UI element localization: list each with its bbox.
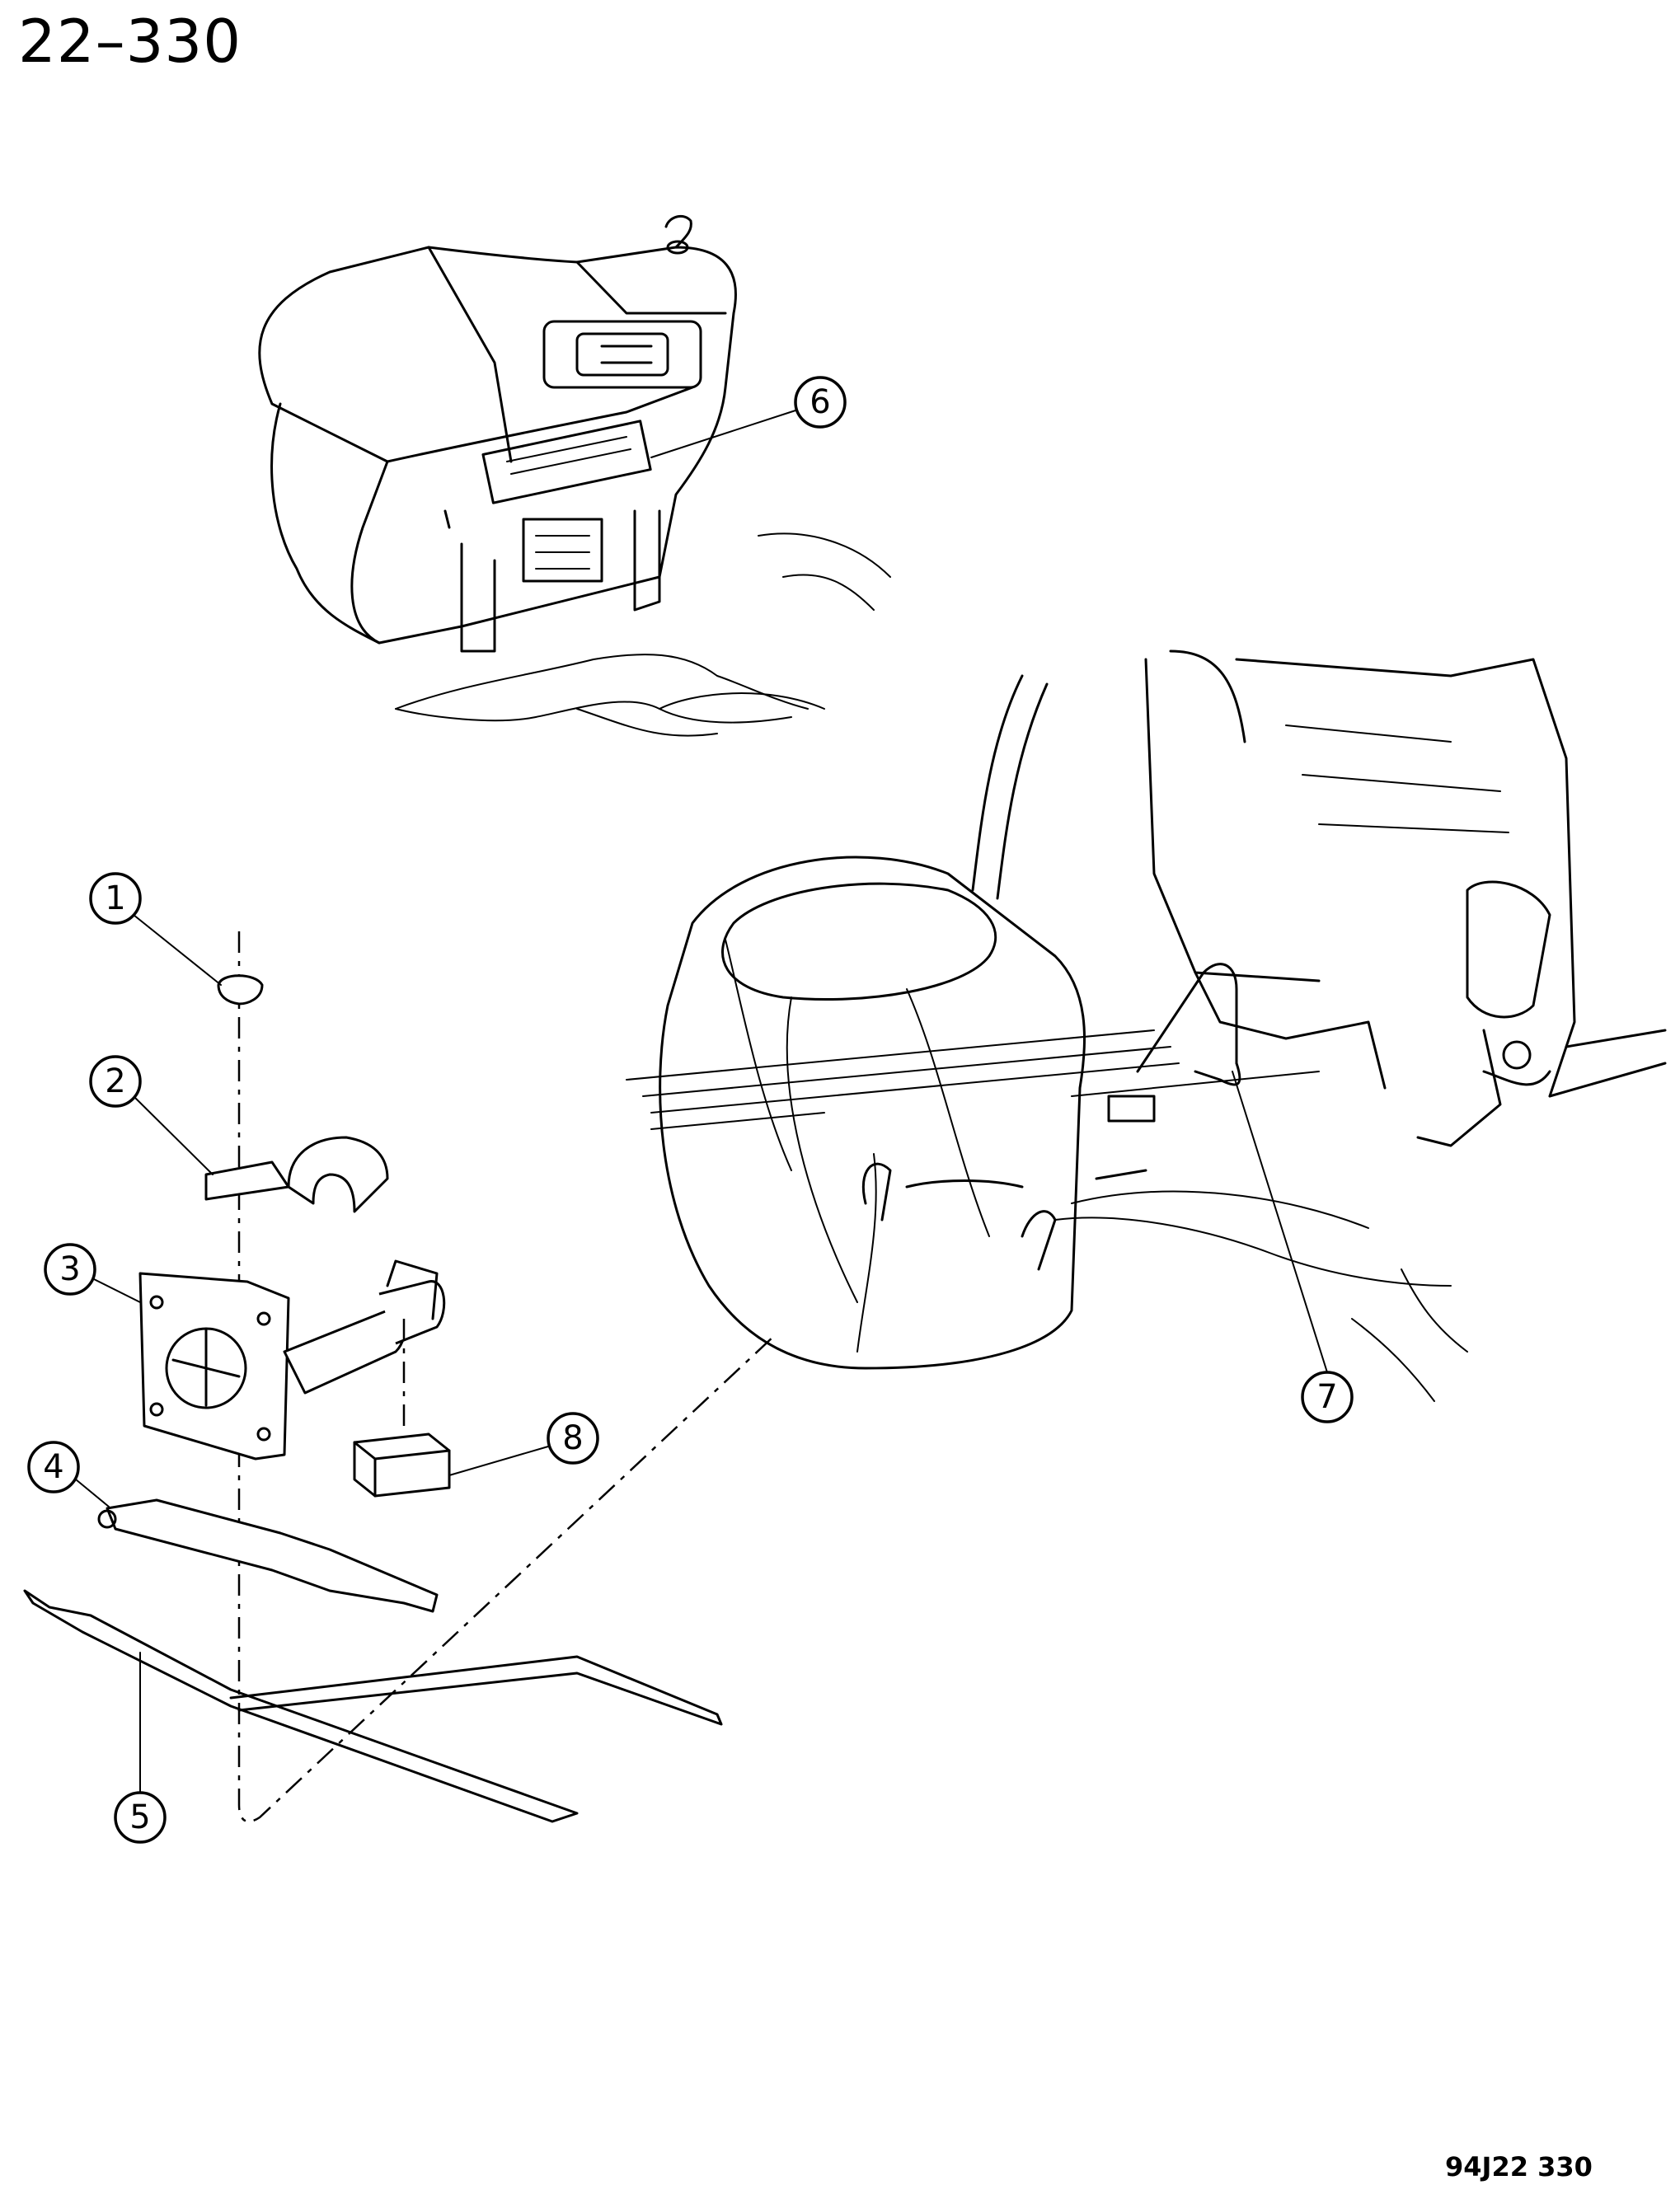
svg-text:3: 3 bbox=[59, 1250, 80, 1288]
retainer-strap bbox=[204, 1160, 290, 1201]
callout-3: 3 bbox=[44, 1243, 96, 1296]
svg-text:4: 4 bbox=[43, 1448, 63, 1486]
callout-7: 7 bbox=[1301, 1371, 1354, 1423]
tire-cover-illustration bbox=[258, 214, 891, 737]
vehicle-interior-illustration bbox=[626, 649, 1667, 1402]
mounting-plate bbox=[138, 1272, 290, 1461]
wing-nut bbox=[217, 974, 264, 1006]
callout-6: 6 bbox=[794, 376, 847, 429]
callout-4: 4 bbox=[27, 1441, 80, 1493]
jack-block bbox=[353, 1432, 451, 1498]
parts-stack bbox=[23, 931, 776, 1823]
jack-handle bbox=[23, 1589, 579, 1823]
svg-text:2: 2 bbox=[105, 1062, 125, 1100]
callout-2: 2 bbox=[89, 1055, 142, 1108]
callout-1: 1 bbox=[89, 872, 142, 925]
callout-8: 8 bbox=[547, 1412, 599, 1465]
svg-text:8: 8 bbox=[562, 1419, 583, 1457]
svg-text:6: 6 bbox=[809, 383, 830, 421]
page-number: 22–330 bbox=[18, 7, 242, 76]
leader-lines bbox=[75, 410, 1328, 1793]
callout-5: 5 bbox=[114, 1791, 167, 1844]
svg-text:5: 5 bbox=[129, 1798, 150, 1836]
figure-code: 94J22 330 bbox=[1445, 2151, 1593, 2183]
svg-text:1: 1 bbox=[105, 879, 125, 917]
jack-base bbox=[106, 1498, 439, 1613]
svg-text:7: 7 bbox=[1316, 1378, 1337, 1416]
